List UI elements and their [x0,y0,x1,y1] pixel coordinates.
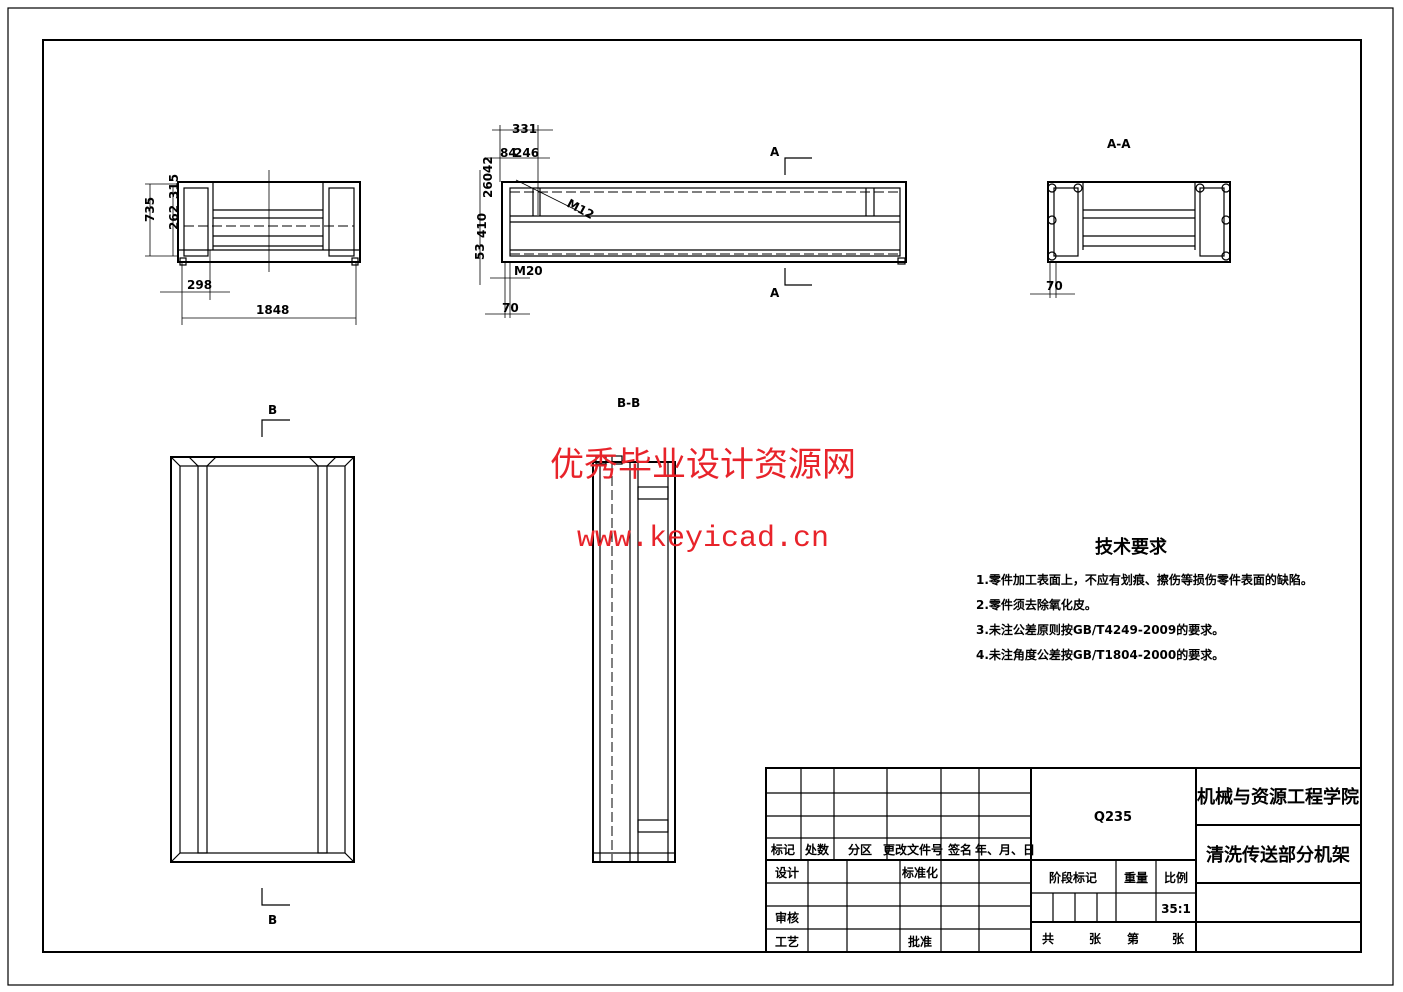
outer-border [7,7,1394,986]
label: B [268,913,277,927]
label: M12 [565,196,597,222]
label: 410 [475,213,489,238]
requirement-item: 1.零件加工表面上，不应有划痕、擦伤等损伤零件表面的缺陷。 [976,572,1313,587]
label: 批准 [908,934,932,949]
watermark-url[interactable]: www.keyicad.cn [577,522,829,556]
front-view: 735 315 262 298 1848 [143,170,361,325]
label: 工艺 [775,934,799,949]
requirement-item: 3.未注公差原则按GB/T4249-2009的要求。 [976,622,1224,637]
label: 53 [473,243,487,260]
label: 262 [167,205,181,230]
label: 246 [514,146,539,160]
label: 标准化 [901,865,938,880]
label: 84 [500,146,517,160]
label: B-B [617,396,640,410]
label: 处数 [804,842,830,857]
label: 70 [502,301,519,315]
institution: 机械与资源工程学院 [1197,786,1359,808]
label: 331 [512,122,537,136]
tech-requirements-title: 技术要求 [1095,536,1168,558]
label: 315 [167,174,181,199]
label: 735 [143,197,157,222]
tech-requirements: 技术要求 1.零件加工表面上，不应有划痕、擦伤等损伤零件表面的缺陷。 2.零件须… [976,536,1313,662]
label: 设计 [775,865,799,880]
label: A-A [1107,137,1131,151]
label: A [770,286,780,300]
label: 第 [1127,931,1139,946]
requirement-item: 4.未注角度公差按GB/T1804-2000的要求。 [976,647,1224,662]
label: 签名 [947,842,972,857]
material: Q235 [1094,810,1132,825]
label: 重量 [1124,870,1148,885]
label: 年、月、日 [975,842,1035,857]
label: 1848 [256,303,289,317]
label: 26042 [481,156,495,198]
label: 更改文件号 [883,842,943,857]
section-b-b-view: B-B [592,396,676,863]
label: M20 [514,264,543,278]
label: 张 [1089,931,1102,946]
label: 审核 [775,910,799,925]
label: 共 [1042,931,1054,946]
requirement-item: 2.零件须去除氧化皮。 [976,597,1097,612]
label: 张 [1172,931,1185,946]
label: 298 [187,278,212,292]
label: 70 [1046,279,1063,293]
scale: 35:1 [1161,902,1191,916]
part-name: 清洗传送部分机架 [1206,844,1350,866]
watermark-title: 优秀毕业设计资源网 [550,445,856,485]
label: 阶段标记 [1049,870,1097,885]
label: B [268,403,277,417]
drawing-frame [42,39,1362,953]
label: 标记 [770,842,795,857]
label: 分区 [848,842,872,857]
top-view: B B [170,403,355,927]
label: 比例 [1164,870,1188,885]
title-block: 标记 处数 分区 更改文件号 签名 年、月、日 设计 标准化 审核 工艺 批准 … [765,767,1362,953]
side-view: 331 84 246 26042 410 53 M12 M20 70 A A [473,122,907,318]
section-a-a-view: A-A 70 [1030,137,1231,298]
label: A [770,145,780,159]
